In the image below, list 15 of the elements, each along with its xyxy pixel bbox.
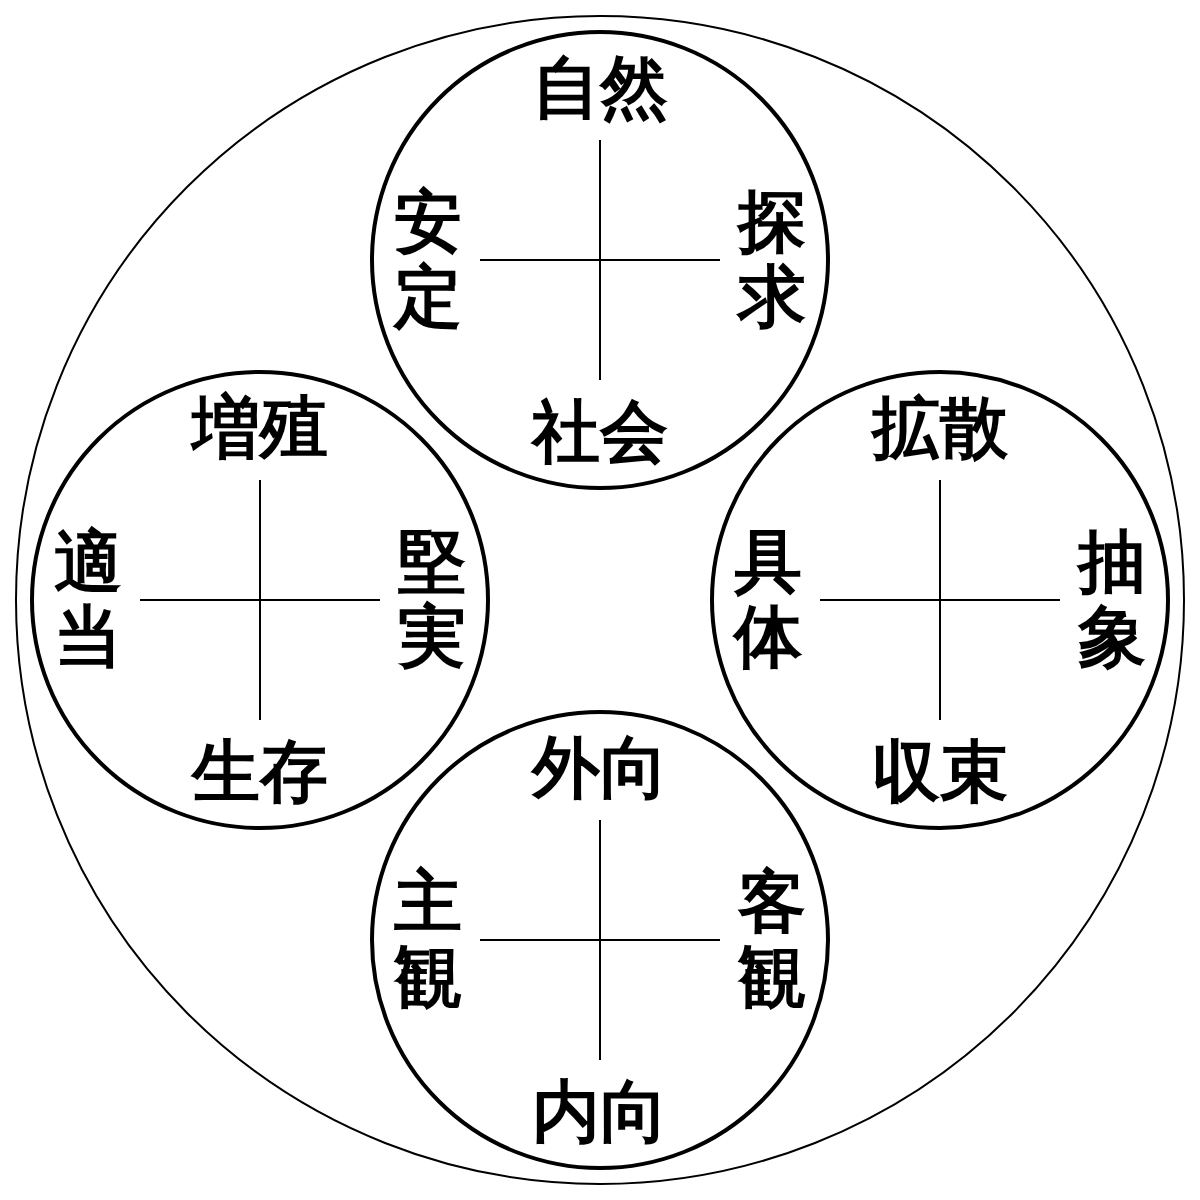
quadrant-label: 安定 xyxy=(394,185,462,335)
quadrant-label: 探求 xyxy=(738,185,806,335)
quadrant-label: 内向 xyxy=(532,1078,668,1146)
quadrant-label: 適当 xyxy=(54,525,122,675)
quadrant-label: 堅実 xyxy=(398,525,466,675)
quadrant-label: 主観 xyxy=(394,865,462,1015)
quadrant-label: 社会 xyxy=(532,398,668,466)
quadrant-label: 収束 xyxy=(872,738,1008,806)
quadrant-label: 生存 xyxy=(192,738,328,806)
quadrant-label: 拡散 xyxy=(872,394,1008,462)
quadrant-label: 具体 xyxy=(734,525,802,675)
quadrant-label: 自然 xyxy=(532,54,668,122)
quadrant-label: 外向 xyxy=(532,734,668,802)
quadrant-label: 抽象 xyxy=(1078,525,1146,675)
quadrant-label: 客観 xyxy=(738,865,806,1015)
